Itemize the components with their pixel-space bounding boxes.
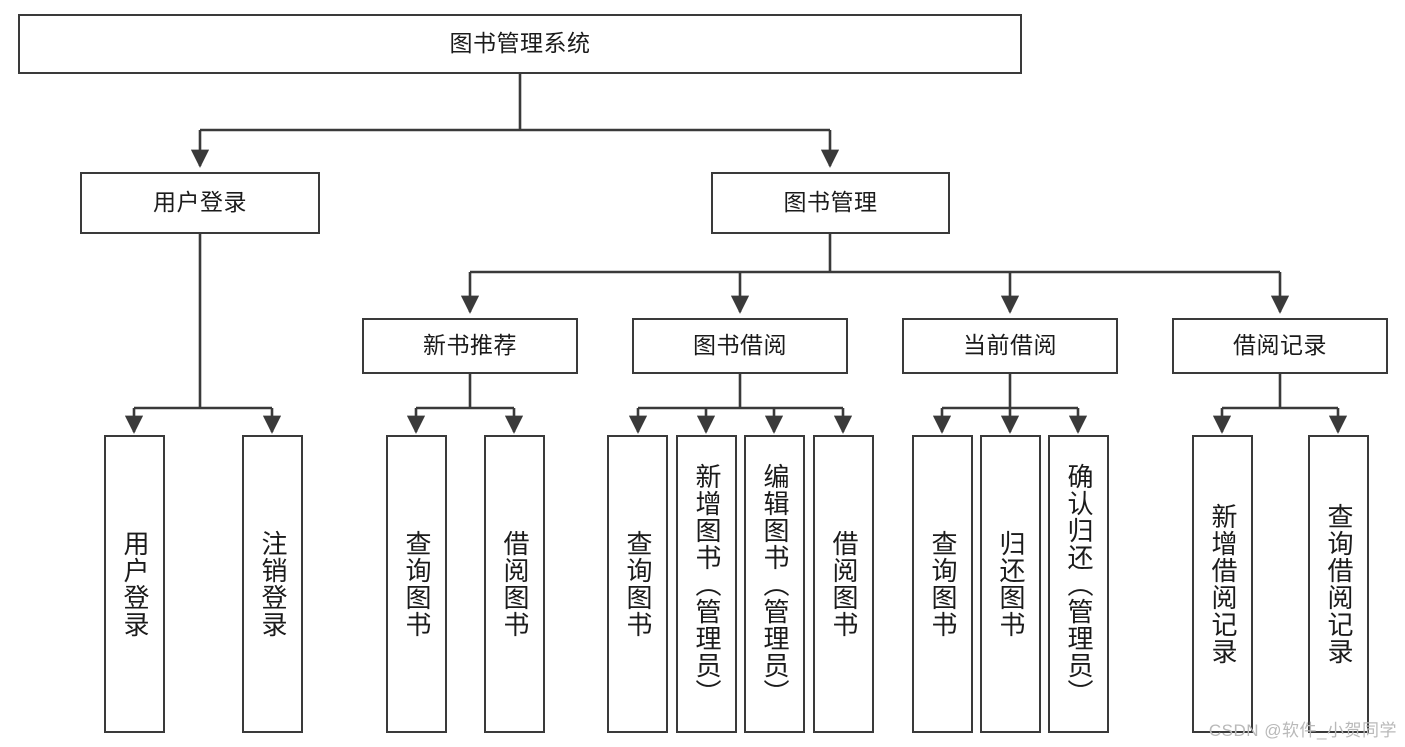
node-leaf-query-book-3-label: 查询图书 [928,530,959,638]
node-leaf-query-record[interactable]: 查询借阅记录 [1308,435,1369,733]
node-leaf-add-book[interactable]: 新增图书（管理员） [676,435,737,733]
node-leaf-query-book-2-label: 查询图书 [623,530,654,638]
node-leaf-confirm-return-label: 确认归还（管理员） [1064,462,1095,706]
node-user-login-label: 用户登录 [153,189,247,216]
node-root[interactable]: 图书管理系统 [18,14,1022,74]
node-leaf-query-book-2[interactable]: 查询图书 [607,435,668,733]
watermark: CSDN @软件_小贺同学 [1208,721,1397,740]
node-leaf-edit-book-label: 编辑图书（管理员） [760,462,791,706]
node-leaf-borrow-book-1[interactable]: 借阅图书 [484,435,545,733]
node-root-label: 图书管理系统 [449,30,591,57]
node-leaf-add-record[interactable]: 新增借阅记录 [1192,435,1253,733]
node-leaf-add-record-label: 新增借阅记录 [1208,503,1239,665]
node-leaf-borrow-book-2[interactable]: 借阅图书 [813,435,874,733]
node-book-borrow-label: 图书借阅 [693,332,787,359]
node-leaf-user-login[interactable]: 用户登录 [104,435,165,733]
node-book-borrow[interactable]: 图书借阅 [632,318,848,374]
node-leaf-query-record-label: 查询借阅记录 [1324,503,1355,665]
node-leaf-add-book-label: 新增图书（管理员） [692,462,723,706]
node-borrow-record[interactable]: 借阅记录 [1172,318,1388,374]
node-leaf-query-book-1[interactable]: 查询图书 [386,435,447,733]
node-leaf-query-book-1-label: 查询图书 [402,530,433,638]
node-leaf-user-logout-label: 注销登录 [258,530,289,638]
node-leaf-return-book[interactable]: 归还图书 [980,435,1041,733]
node-leaf-user-login-label: 用户登录 [120,530,151,638]
node-leaf-query-book-3[interactable]: 查询图书 [912,435,973,733]
node-current-borrow[interactable]: 当前借阅 [902,318,1118,374]
node-book-manage[interactable]: 图书管理 [711,172,950,234]
node-new-book-recommend[interactable]: 新书推荐 [362,318,578,374]
node-borrow-record-label: 借阅记录 [1233,332,1327,359]
node-leaf-edit-book[interactable]: 编辑图书（管理员） [744,435,805,733]
node-leaf-borrow-book-2-label: 借阅图书 [829,530,860,638]
node-book-manage-label: 图书管理 [783,189,878,216]
node-user-login[interactable]: 用户登录 [80,172,320,234]
node-leaf-user-logout[interactable]: 注销登录 [242,435,303,733]
node-new-book-recommend-label: 新书推荐 [423,332,517,359]
node-leaf-confirm-return[interactable]: 确认归还（管理员） [1048,435,1109,733]
node-leaf-return-book-label: 归还图书 [996,530,1027,638]
node-current-borrow-label: 当前借阅 [963,332,1057,359]
node-leaf-borrow-book-1-label: 借阅图书 [500,530,531,638]
